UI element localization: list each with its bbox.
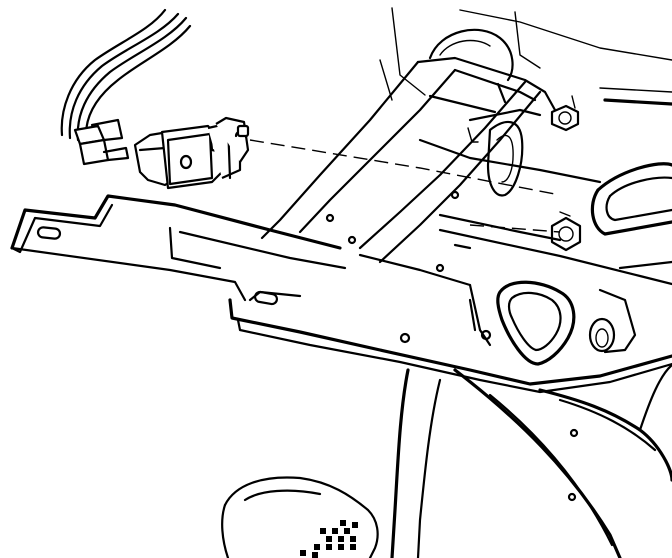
brake-light-switch [133, 116, 250, 190]
frame-rail [228, 138, 672, 394]
right-bracket-loop [590, 162, 672, 270]
wiring-harness [60, 8, 192, 142]
alignment-guides [249, 139, 561, 233]
lower-nut [550, 211, 582, 252]
fastener-holes [325, 190, 579, 502]
pedal-lever [390, 363, 672, 558]
upper-nut [550, 95, 580, 132]
pedal-pad [221, 476, 379, 558]
pedal-support-arm [260, 56, 557, 264]
left-mounting-flange [10, 194, 347, 306]
right-oval-slot [588, 317, 616, 353]
dash-panel [379, 7, 672, 106]
triangular-cutout [496, 280, 576, 366]
switch-mount-bracket [468, 108, 542, 197]
pivot-boss [428, 28, 514, 82]
harness-connector [73, 118, 130, 166]
pedal-pad-texture [300, 520, 358, 558]
